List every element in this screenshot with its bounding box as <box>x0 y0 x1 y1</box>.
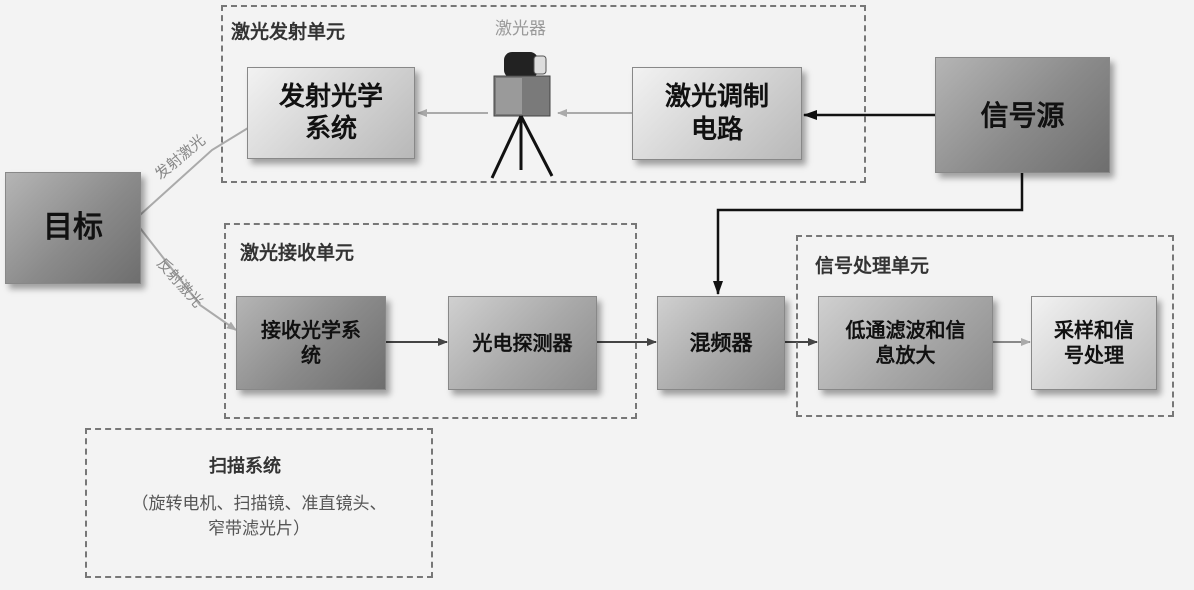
emit-unit-group <box>221 5 866 183</box>
receive-optics-box: 接收光学系 统 <box>236 296 386 390</box>
receive-optics-line2: 统 <box>301 343 321 367</box>
signal-source-label: 信号源 <box>980 98 1065 132</box>
scan-detail-line2: 窄带滤光片） <box>208 518 310 539</box>
scan-unit-detail: （旋转电机、扫描镜、准直镜头、 窄带滤光片） <box>92 492 426 541</box>
target-box: 目标 <box>5 172 141 284</box>
modulation-line2: 电路 <box>690 114 743 145</box>
target-label: 目标 <box>43 210 103 246</box>
emit-unit-title: 激光发射单元 <box>231 21 346 43</box>
sampling-box: 采样和信 号处理 <box>1031 296 1157 390</box>
scan-unit-title: 扫描系统 <box>209 456 281 477</box>
signal-source-box: 信号源 <box>935 57 1110 173</box>
lowpass-line2: 息放大 <box>875 343 936 367</box>
mixer-label: 混频器 <box>689 330 753 355</box>
sampling-line2: 号处理 <box>1064 343 1124 367</box>
lowpass-line1: 低通滤波和信 <box>845 318 966 342</box>
emit-optics-box: 发射光学 系统 <box>247 67 415 159</box>
signal-unit-title: 信号处理单元 <box>815 255 930 277</box>
lowpass-box: 低通滤波和信 息放大 <box>818 296 993 390</box>
laser-label: 激光器 <box>495 19 546 39</box>
emitted-beam-line <box>139 127 249 216</box>
arrow-source-to-mixer <box>713 172 1024 295</box>
mixer-box: 混频器 <box>657 296 785 390</box>
signal-unit-group <box>796 235 1174 417</box>
receive-unit-title: 激光接收单元 <box>240 242 355 264</box>
modulation-box: 激光调制 电路 <box>632 67 802 160</box>
receive-unit-group <box>224 223 637 419</box>
scan-unit-group <box>85 428 433 578</box>
photodetector-box: 光电探测器 <box>448 296 597 390</box>
photodetector-label: 光电探测器 <box>472 330 573 355</box>
emit-optics-line1: 发射光学 <box>278 81 383 112</box>
emit-optics-line2: 系统 <box>304 114 357 144</box>
scan-detail-line1: （旋转电机、扫描镜、准直镜头、 <box>131 494 387 514</box>
receive-optics-line1: 接收光学系 <box>261 318 361 342</box>
laser-device-icon <box>490 52 554 179</box>
sampling-line1: 采样和信 <box>1054 318 1134 342</box>
modulation-line1: 激光调制 <box>664 82 769 112</box>
